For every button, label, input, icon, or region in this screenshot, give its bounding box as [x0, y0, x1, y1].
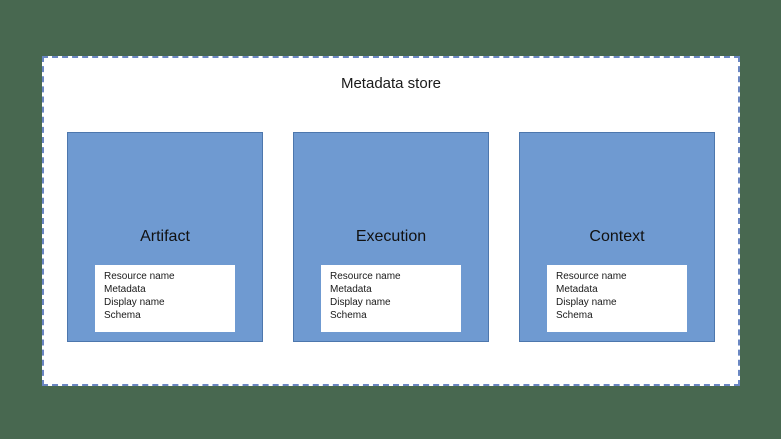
field-item: Schema: [104, 310, 141, 321]
field-item: Schema: [556, 310, 593, 321]
entity-row: Artifact Resource name Metadata Display …: [44, 132, 738, 342]
field-item: Resource name: [330, 271, 401, 282]
field-item: Resource name: [104, 271, 175, 282]
diagram-title: Metadata store: [340, 75, 442, 92]
field-item: Display name: [330, 297, 391, 308]
field-item: Metadata: [556, 284, 598, 295]
entity-title: Artifact: [140, 228, 190, 245]
field-item: Display name: [104, 297, 165, 308]
field-item: Metadata: [104, 284, 146, 295]
entity-box-artifact: Artifact Resource name Metadata Display …: [67, 132, 263, 342]
field-item: Schema: [330, 310, 367, 321]
entity-title: Execution: [355, 228, 427, 245]
field-item: Metadata: [330, 284, 372, 295]
fields-box: Resource name Metadata Display name Sche…: [95, 265, 235, 332]
field-item: Display name: [556, 297, 617, 308]
entity-title: Context: [589, 228, 645, 245]
entity-box-execution: Execution Resource name Metadata Display…: [293, 132, 489, 342]
field-item: Resource name: [556, 271, 627, 282]
entity-box-context: Context Resource name Metadata Display n…: [519, 132, 715, 342]
metadata-store-container: Metadata store Artifact Resource name Me…: [42, 56, 740, 386]
fields-box: Resource name Metadata Display name Sche…: [547, 265, 687, 332]
fields-box: Resource name Metadata Display name Sche…: [321, 265, 461, 332]
